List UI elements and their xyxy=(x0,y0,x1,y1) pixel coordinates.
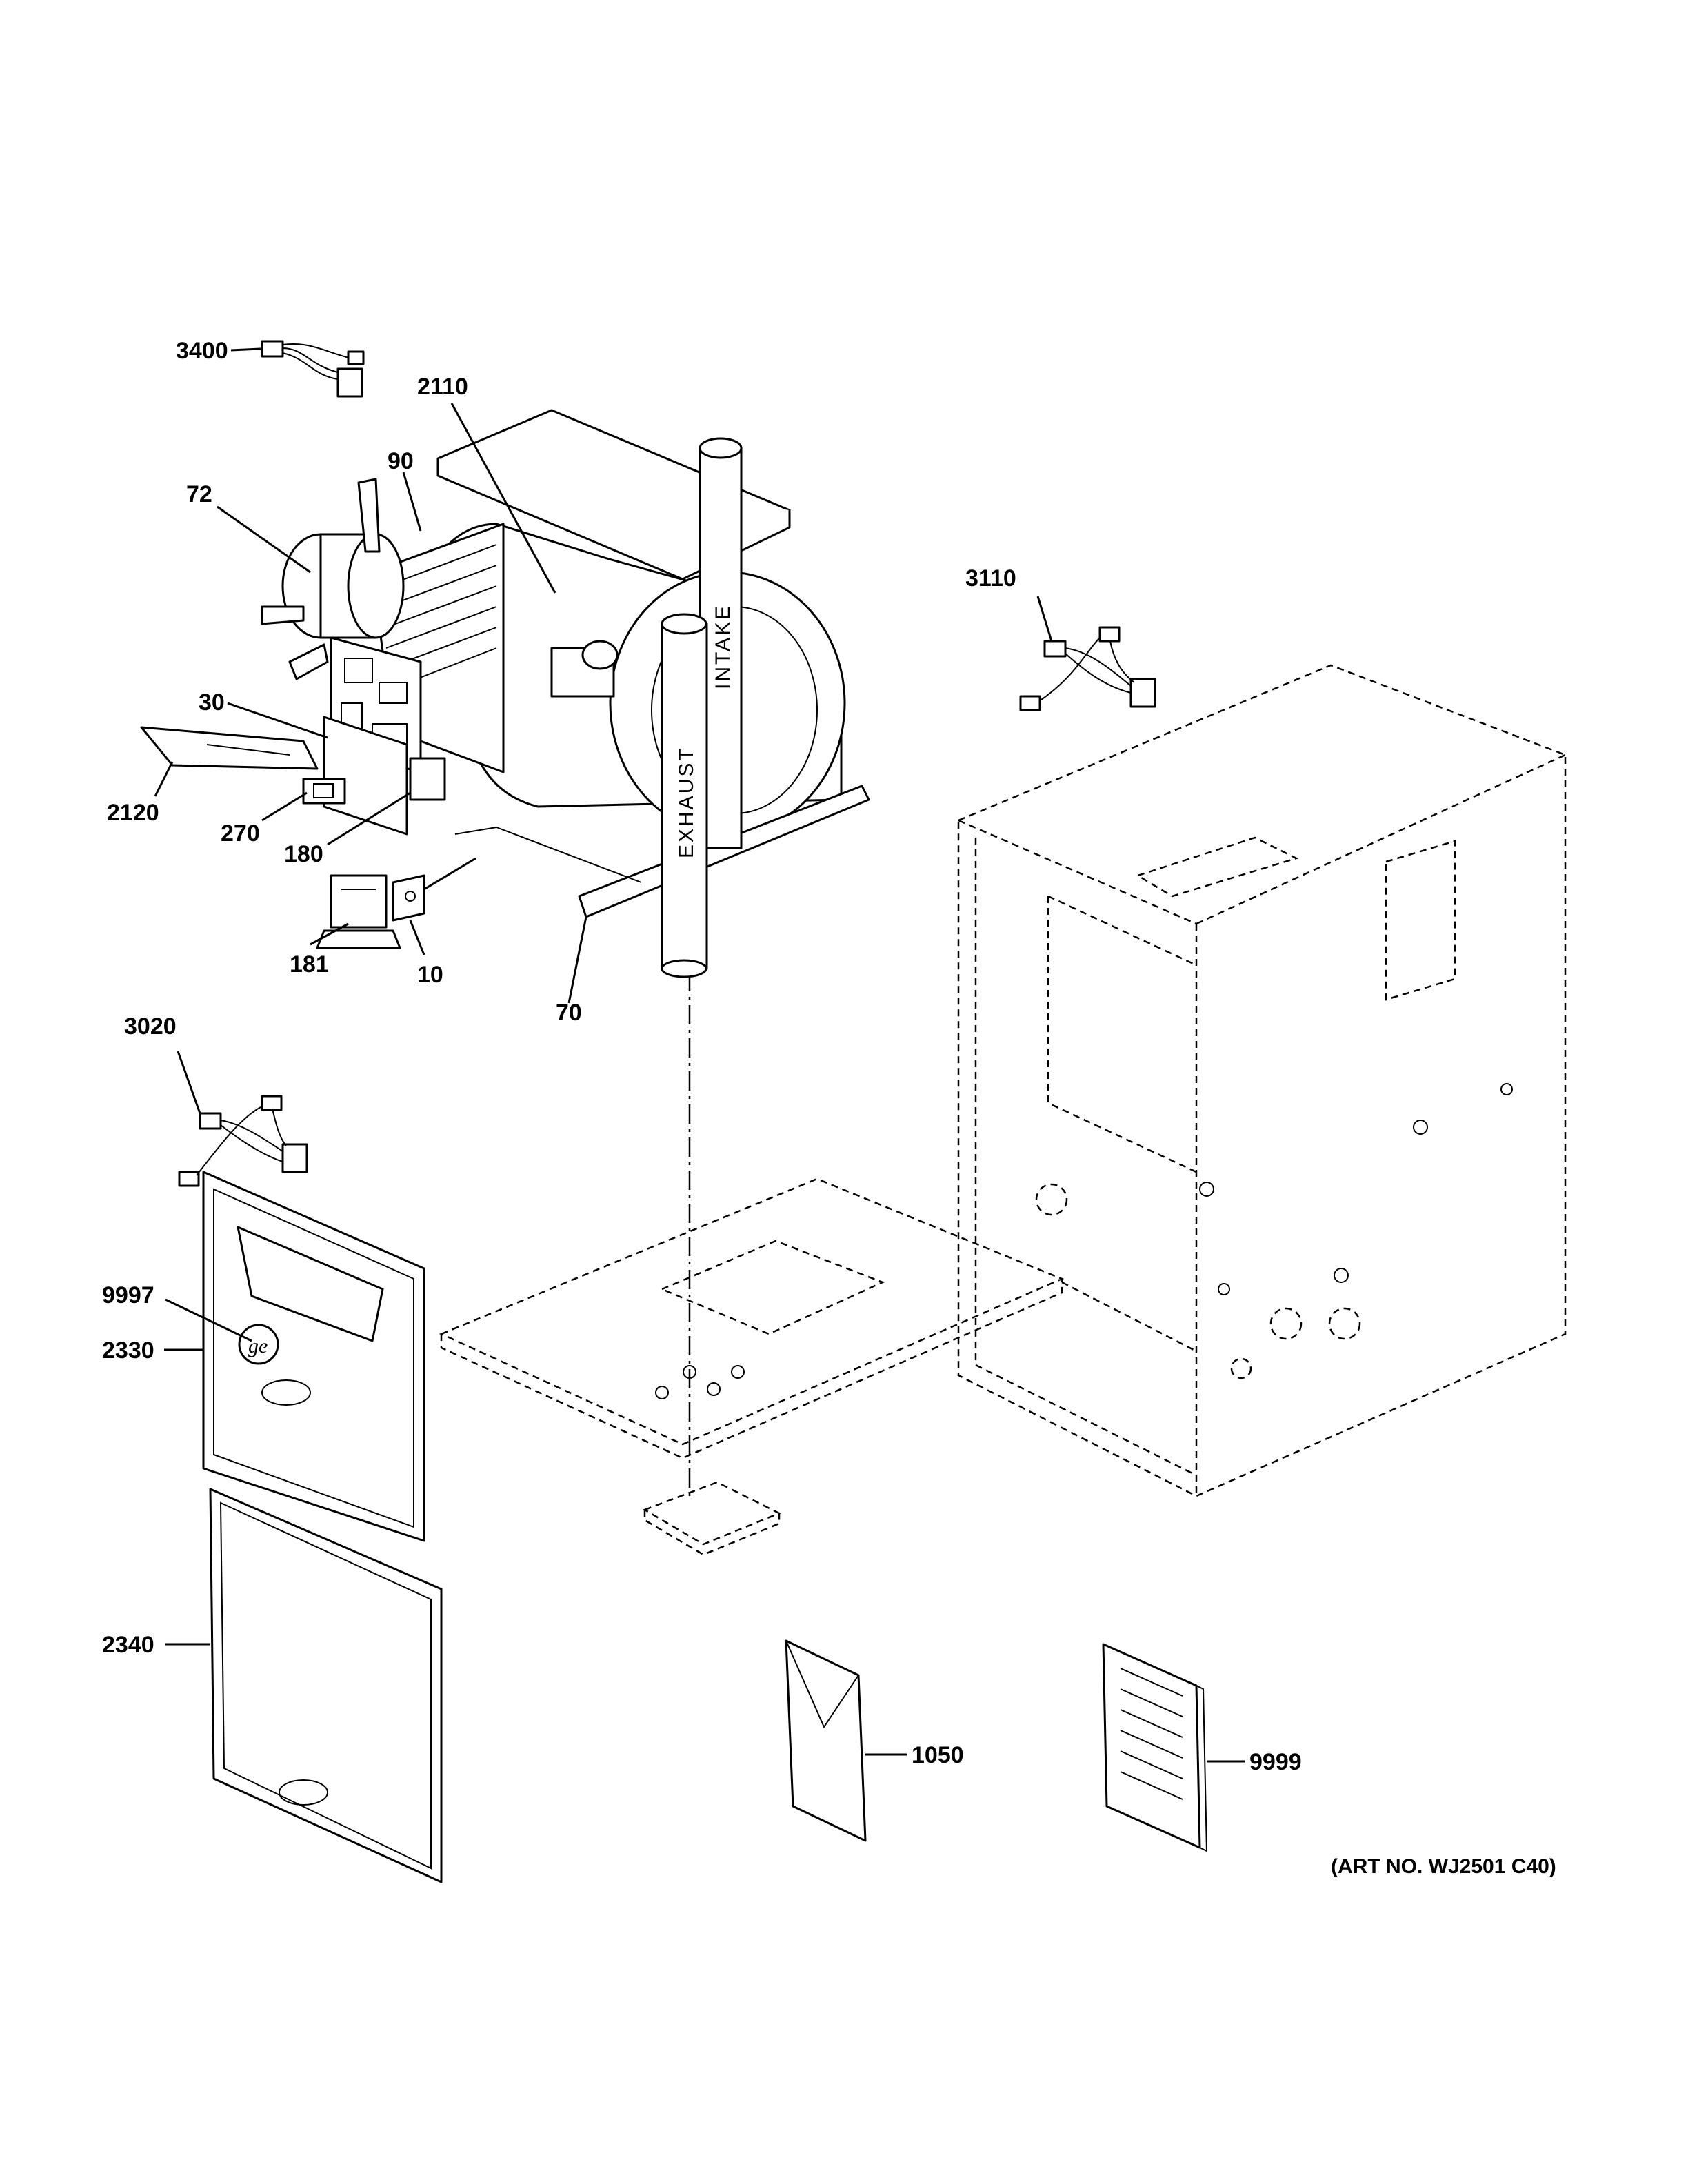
callout-3400: 3400 xyxy=(176,338,228,364)
callout-9997: 9997 xyxy=(102,1282,154,1308)
callout-180: 180 xyxy=(284,841,323,867)
callout-3020: 3020 xyxy=(124,1013,177,1040)
callout-2340: 2340 xyxy=(102,1632,154,1658)
switch-270 xyxy=(302,778,346,805)
callout-3110: 3110 xyxy=(965,565,1016,592)
ge-logo xyxy=(238,1324,279,1365)
exhaust-label: EXHAUST xyxy=(675,746,698,858)
callout-70: 70 xyxy=(556,1000,582,1026)
manual-9999 xyxy=(1102,1643,1208,1852)
ge-logo-text: ge xyxy=(248,1335,268,1357)
base-plate xyxy=(439,1177,1065,1556)
callout-2110: 2110 xyxy=(417,374,468,400)
leader-lines xyxy=(154,347,1245,1763)
callout-9999: 9999 xyxy=(1249,1749,1302,1775)
callout-90: 90 xyxy=(388,448,414,474)
callout-2330: 2330 xyxy=(102,1337,154,1364)
callout-30: 30 xyxy=(199,689,225,716)
wire-harness-3020 xyxy=(178,1095,308,1187)
wire-harness-3110 xyxy=(1019,626,1156,711)
sensor-bracket-10 xyxy=(392,857,476,922)
lower-door-2340 xyxy=(209,1488,443,1883)
callout-2120: 2120 xyxy=(107,800,159,826)
callout-labels: 3400 2110 90 72 3110 30 2120 270 180 181… xyxy=(102,338,1556,1878)
intake-label: INTAKE xyxy=(712,604,734,689)
callout-181: 181 xyxy=(290,951,329,978)
upper-door-2330: ge xyxy=(202,1171,425,1542)
callout-1050: 1050 xyxy=(912,1742,964,1768)
callout-270: 270 xyxy=(221,820,260,847)
wire-harness-3400 xyxy=(261,340,365,398)
art-number: (ART NO. WJ2501 C40) xyxy=(1331,1855,1556,1878)
callout-10: 10 xyxy=(417,962,443,988)
mounting-bracket xyxy=(323,716,446,836)
deflector-plate xyxy=(140,726,319,770)
callout-72: 72 xyxy=(186,481,212,507)
exhaust-tube: EXHAUST xyxy=(661,613,708,978)
furnace-cabinet xyxy=(957,664,1567,1497)
transformer-181 xyxy=(316,874,401,949)
envelope-1050 xyxy=(785,1639,867,1842)
